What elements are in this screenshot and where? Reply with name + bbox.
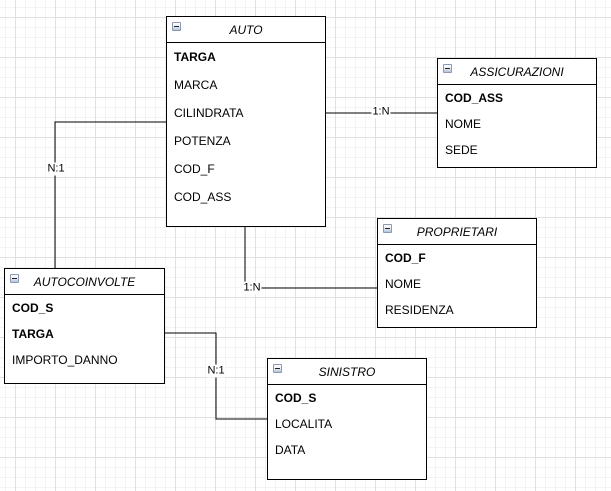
cardinality-label[interactable]: N:1 bbox=[206, 364, 226, 378]
entity-field-row[interactable]: CILINDRATA bbox=[174, 106, 244, 120]
entity-field-row[interactable]: IMPORTO_DANNO bbox=[12, 353, 118, 367]
entity-field-row[interactable]: TARGA bbox=[12, 327, 54, 341]
entity-title: AUTO bbox=[229, 22, 263, 37]
entity-sinistro[interactable]: SINISTRO COD_S LOCALITA DATA bbox=[267, 358, 427, 480]
entity-header: ASSICURAZIONI bbox=[438, 59, 596, 85]
minus-glyph bbox=[12, 278, 17, 279]
collapse-icon[interactable] bbox=[10, 274, 19, 283]
entity-field-row[interactable]: POTENZA bbox=[174, 134, 231, 148]
entity-field-row[interactable]: LOCALITA bbox=[275, 417, 333, 431]
connection-auto-autocoinvolte[interactable] bbox=[54, 121, 166, 268]
entity-body: COD_S TARGA IMPORTO_DANNO bbox=[5, 295, 164, 373]
collapse-icon[interactable] bbox=[172, 22, 181, 31]
entity-field-row[interactable]: MARCA bbox=[174, 78, 218, 92]
entity-header: AUTOCOINVOLTE bbox=[5, 269, 164, 295]
minus-glyph bbox=[445, 68, 450, 69]
entity-proprietari[interactable]: PROPRIETARI COD_F NOME RESIDENZA bbox=[377, 218, 537, 328]
entity-header: SINISTRO bbox=[268, 359, 426, 385]
minus-glyph bbox=[275, 368, 280, 369]
entity-autocoinvolte[interactable]: AUTOCOINVOLTE COD_S TARGA IMPORTO_DANNO bbox=[4, 268, 165, 384]
collapse-icon[interactable] bbox=[383, 224, 392, 233]
entity-title: PROPRIETARI bbox=[416, 224, 498, 239]
entity-field-row[interactable]: COD_ASS bbox=[445, 91, 504, 105]
entity-field-row[interactable]: SEDE bbox=[445, 143, 478, 157]
entity-field-row[interactable]: NOME bbox=[445, 117, 481, 131]
entity-header: PROPRIETARI bbox=[378, 219, 536, 245]
entity-field-row[interactable]: DATA bbox=[275, 443, 306, 457]
entity-field-row[interactable]: COD_F bbox=[174, 162, 215, 176]
entity-field-row[interactable]: TARGA bbox=[174, 50, 216, 64]
entity-header: AUTO bbox=[167, 17, 325, 43]
entity-field-row[interactable]: COD_ASS bbox=[174, 190, 232, 204]
cardinality-label[interactable]: N:1 bbox=[46, 162, 66, 176]
entity-field-row[interactable]: COD_F bbox=[385, 251, 426, 265]
minus-glyph bbox=[174, 26, 179, 27]
entity-title: SINISTRO bbox=[318, 364, 376, 379]
entity-field-row[interactable]: COD_S bbox=[12, 301, 54, 315]
cardinality-label[interactable]: 1:N bbox=[371, 105, 391, 119]
entity-title: AUTOCOINVOLTE bbox=[33, 274, 136, 289]
collapse-icon[interactable] bbox=[443, 64, 452, 73]
entity-body: COD_S LOCALITA DATA bbox=[268, 385, 426, 463]
collapse-icon[interactable] bbox=[273, 364, 282, 373]
entity-field-row[interactable]: COD_S bbox=[275, 391, 317, 405]
cardinality-label[interactable]: 1:N bbox=[242, 281, 262, 295]
entity-auto[interactable]: AUTO TARGA MARCA CILINDRATA POTENZA COD_… bbox=[166, 16, 326, 227]
entity-assicurazioni[interactable]: ASSICURAZIONI COD_ASS NOME SEDE bbox=[437, 58, 597, 168]
entity-title: ASSICURAZIONI bbox=[470, 64, 564, 79]
entity-body: COD_F NOME RESIDENZA bbox=[378, 245, 536, 323]
entity-body: TARGA MARCA CILINDRATA POTENZA COD_F COD… bbox=[167, 43, 325, 211]
entity-field-row[interactable]: NOME bbox=[385, 277, 421, 291]
entity-field-row[interactable]: RESIDENZA bbox=[385, 303, 454, 317]
connection-auto-proprietari[interactable] bbox=[244, 227, 377, 289]
minus-glyph bbox=[385, 228, 390, 229]
entity-body: COD_ASS NOME SEDE bbox=[438, 85, 596, 163]
